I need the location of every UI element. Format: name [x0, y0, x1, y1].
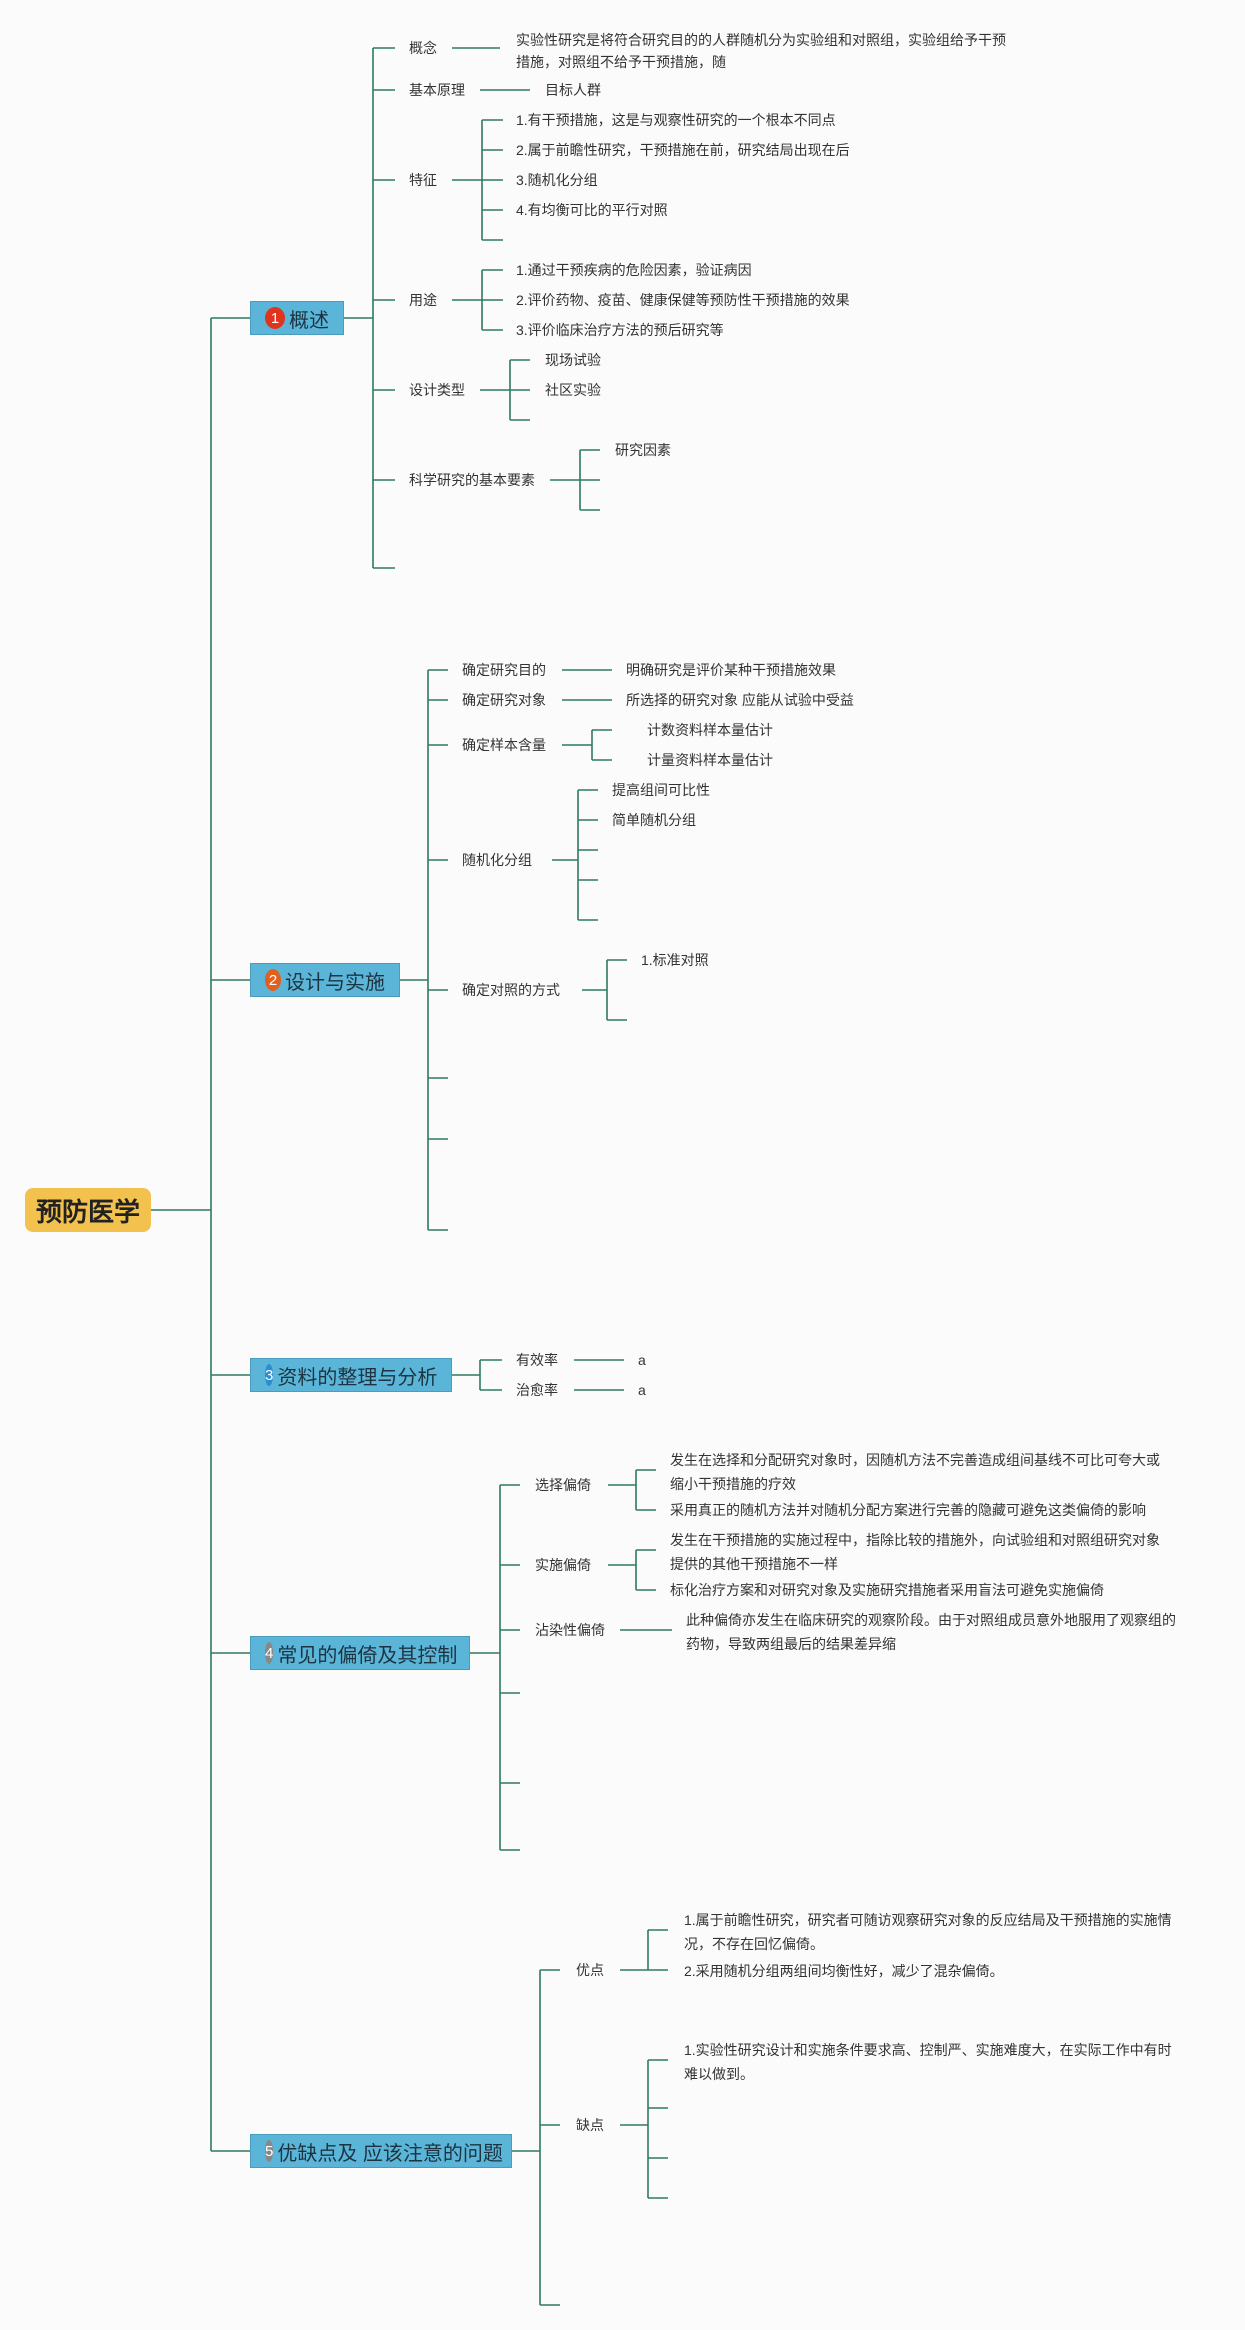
efficacy-value[interactable]: a	[638, 1352, 646, 1368]
node-principle[interactable]: 基本原理	[409, 82, 465, 98]
section-label: 资料的整理与分析	[277, 1366, 438, 1389]
section-node-bias[interactable]: 4 常见的偏倚及其控制	[250, 1636, 470, 1670]
design-item[interactable]: 现场试验	[545, 352, 601, 368]
node-feature[interactable]: 特征	[409, 172, 437, 188]
section-label: 设计与实施	[285, 971, 385, 994]
size-item[interactable]: 计数资料样本量估计	[647, 722, 773, 738]
node-elements[interactable]: 科学研究的基本要素	[409, 472, 535, 488]
disadvantage-item[interactable]: 1.实验性研究设计和实施条件要求高、控制严、实施难度大，在实际工作中有时难以做到…	[684, 2042, 1172, 2082]
node-sample-size[interactable]: 确定样本含量	[462, 737, 546, 753]
node-concept[interactable]: 概念	[409, 40, 437, 56]
design-item[interactable]: 社区实验	[545, 382, 601, 398]
node-randomization[interactable]: 随机化分组	[462, 852, 532, 868]
contamination-bias-text[interactable]: 此种偏倚亦发生在临床研究的观察阶段。由于对照组成员意外地服用了观察组的药物，导致…	[686, 1612, 1176, 1652]
node-implementation-bias[interactable]: 实施偏倚	[535, 1557, 591, 1573]
random-item[interactable]: 简单随机分组	[612, 812, 696, 828]
section-node-pros-cons[interactable]: 5 优缺点及 应该注意的问题	[250, 2134, 512, 2168]
node-cure-rate[interactable]: 治愈率	[516, 1382, 558, 1398]
feature-item[interactable]: 3.随机化分组	[516, 172, 598, 188]
node-efficacy-rate[interactable]: 有效率	[516, 1352, 558, 1368]
use-item[interactable]: 3.评价临床治疗方法的预后研究等	[516, 322, 724, 338]
use-item[interactable]: 2.评价药物、疫苗、健康保健等预防性干预措施的效果	[516, 292, 850, 308]
feature-item[interactable]: 1.有干预措施，这是与观察性研究的一个根本不同点	[516, 112, 836, 128]
node-use[interactable]: 用途	[409, 292, 437, 308]
node-goal[interactable]: 确定研究目的	[462, 662, 546, 678]
root-node[interactable]: 预防医学	[25, 1188, 151, 1232]
selection-bias-text-1[interactable]: 发生在选择和分配研究对象时，因随机方法不完善造成组间基线不可比可夸大或缩小干预措…	[670, 1452, 1160, 1492]
node-control[interactable]: 确定对照的方式	[462, 982, 560, 998]
feature-item[interactable]: 4.有均衡可比的平行对照	[516, 202, 668, 218]
node-disadvantages[interactable]: 缺点	[576, 2117, 604, 2133]
use-item[interactable]: 1.通过干预疾病的危险因素，验证病因	[516, 262, 752, 278]
node-advantages[interactable]: 优点	[576, 1962, 604, 1978]
section-label: 常见的偏倚及其控制	[277, 1644, 458, 1667]
number-4-icon: 4	[265, 1642, 274, 1664]
section-node-overview[interactable]: 1 概述	[250, 301, 344, 335]
random-item[interactable]: 提高组间可比性	[612, 782, 710, 798]
implementation-bias-text-2[interactable]: 标化治疗方案和对研究对象及实施研究措施者采用盲法可避免实施偏倚	[670, 1582, 1104, 1598]
selection-bias-text-2[interactable]: 采用真正的随机方法并对随机分配方案进行完善的隐藏可避免这类偏倚的影响	[670, 1502, 1146, 1518]
implementation-bias-text-1[interactable]: 发生在干预措施的实施过程中，指除比较的措施外，向试验组和对照组研究对象提供的其他…	[670, 1532, 1160, 1572]
node-contamination-bias[interactable]: 沾染性偏倚	[535, 1622, 605, 1638]
node-subject-text[interactable]: 所选择的研究对象 应能从试验中受益	[626, 692, 854, 708]
node-goal-text[interactable]: 明确研究是评价某种干预措施效果	[626, 662, 836, 678]
node-design-type[interactable]: 设计类型	[409, 382, 465, 398]
feature-item[interactable]: 2.属于前瞻性研究，干预措施在前，研究结局出现在后	[516, 142, 850, 158]
node-selection-bias[interactable]: 选择偏倚	[535, 1477, 591, 1493]
section-label: 优缺点及 应该注意的问题	[277, 2142, 503, 2165]
number-2-icon: 2	[265, 969, 281, 991]
node-elements-text[interactable]: 研究因素	[615, 442, 671, 458]
node-concept-text[interactable]: 实验性研究是将符合研究目的的人群随机分为实验组和对照组，实验组给予干预措施，对照…	[516, 32, 1006, 70]
advantage-item[interactable]: 1.属于前瞻性研究，研究者可随访观察研究对象的反应结局及干预措施的实施情况，不存…	[684, 1912, 1172, 1952]
cure-value[interactable]: a	[638, 1382, 646, 1398]
node-subject[interactable]: 确定研究对象	[462, 692, 546, 708]
section-node-design[interactable]: 2 设计与实施	[250, 963, 400, 997]
section-node-analysis[interactable]: 3 资料的整理与分析	[250, 1358, 452, 1392]
advantage-item[interactable]: 2.采用随机分组两组间均衡性好，减少了混杂偏倚。	[684, 1963, 1004, 1979]
number-5-icon: 5	[265, 2140, 274, 2162]
node-control-text[interactable]: 1.标准对照	[641, 952, 709, 968]
number-1-icon: 1	[265, 307, 285, 329]
node-principle-text[interactable]: 目标人群	[545, 82, 601, 98]
number-3-icon: 3	[265, 1364, 274, 1386]
size-item[interactable]: 计量资料样本量估计	[647, 752, 773, 768]
section-label: 概述	[289, 309, 329, 332]
